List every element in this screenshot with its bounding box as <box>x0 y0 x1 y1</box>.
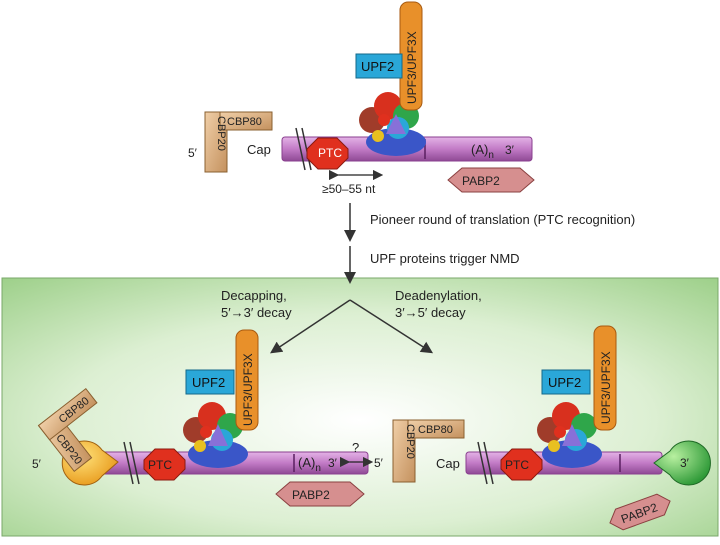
top-upf2-complex: UPF2 <box>355 53 403 79</box>
right-upf3-label: UPF3/UPF3X <box>599 351 613 424</box>
top-upf3-complex: UPF3/UPF3X <box>399 1 423 111</box>
top-distance-label: ≥50–55 nt <box>322 182 376 196</box>
left-five-prime: 5′ <box>32 457 42 471</box>
step2-text: UPF proteins trigger NMD <box>370 251 520 266</box>
top-ribosome <box>359 92 426 156</box>
top-cap-label: Cap <box>247 142 271 157</box>
left-upf3-complex: UPF3/UPF3X <box>235 329 259 431</box>
deadenylation-arrow <box>349 299 434 354</box>
left-ptc-label: PTC <box>148 458 172 472</box>
right-cap-label: Cap <box>436 456 460 471</box>
top-five-prime: 5′ <box>188 146 198 160</box>
top-cap-binding-complex: CBP20 CBP80 <box>204 111 273 173</box>
top-mrna-complex: CBP20 CBP80 5′ Cap PTC UPF3/UPF3X UPF2 <box>188 1 535 196</box>
top-polya-label: (A)n <box>471 142 494 161</box>
left-pabp2-label: PABP2 <box>292 488 330 502</box>
top-ptc-octagon <box>306 137 349 170</box>
decapping-label: Decapping, <box>221 288 287 303</box>
right-deadenylase <box>653 440 711 486</box>
right-mrna-complex: 5′ CBP20 CBP80 Cap PTC UPF3/UPF3X <box>374 325 711 531</box>
left-three-prime: 3′ <box>328 456 338 470</box>
right-cbp80-label: CBP80 <box>418 424 453 436</box>
right-ptc-label: PTC <box>505 458 529 472</box>
top-upf2-label: UPF2 <box>361 59 394 74</box>
top-pabp2-label: PABP2 <box>462 174 500 188</box>
right-ribosome <box>537 402 602 468</box>
right-break-mark <box>477 441 494 485</box>
left-upf3-label: UPF3/UPF3X <box>241 353 255 426</box>
left-upf2-label: UPF2 <box>192 375 225 390</box>
left-mrna-complex: CBP80 CBP20 5′ PTC UPF3/UPF3X UPF2 (A)n … <box>32 329 369 507</box>
top-upf3-label: UPF3/UPF3X <box>405 31 419 104</box>
deadenylation-sub: 3′→5′ decay <box>395 305 466 320</box>
deadenylation-label: Deadenylation, <box>395 288 482 303</box>
top-ptc-label: PTC <box>318 146 342 160</box>
left-polya-label: (A)n <box>298 455 321 474</box>
top-cbp80-label: CBP80 <box>227 116 262 128</box>
right-upf3-complex: UPF3/UPF3X <box>593 325 617 431</box>
right-cap-binding-complex: CBP20 CBP80 <box>392 419 465 483</box>
right-cbp20-label: CBP20 <box>404 424 416 459</box>
right-ptc-octagon <box>500 448 543 481</box>
top-pabp2 <box>447 167 535 193</box>
left-break-mark <box>123 441 140 485</box>
middle-question-mark: ? <box>352 440 359 455</box>
decapping-sub: 5′→3′ decay <box>221 305 292 320</box>
decapping-arrow <box>270 299 351 354</box>
top-cbp20-label: CBP20 <box>215 116 227 151</box>
right-upf2-label: UPF2 <box>548 375 581 390</box>
step1-text: Pioneer round of translation (PTC recogn… <box>370 212 635 227</box>
left-ptc-octagon <box>143 448 186 481</box>
right-three-prime: 3′ <box>680 456 690 470</box>
right-five-prime: 5′ <box>374 456 384 470</box>
left-upf2-complex: UPF2 <box>185 369 235 395</box>
left-pabp2 <box>275 481 365 507</box>
top-three-prime: 3′ <box>505 143 515 157</box>
right-upf2-complex: UPF2 <box>541 369 591 395</box>
